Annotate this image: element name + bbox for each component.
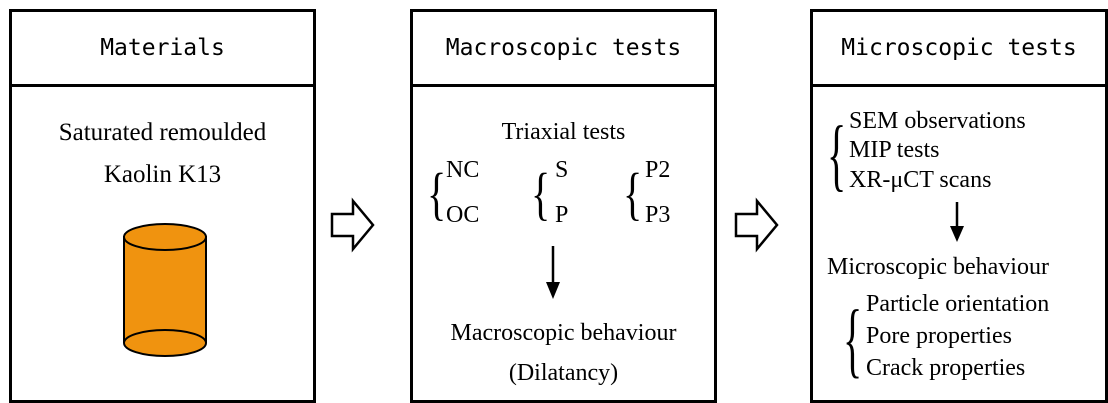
down-arrow-icon	[950, 202, 964, 242]
nc-label: NC	[446, 157, 480, 183]
triaxial-tests-label: Triaxial tests	[501, 119, 626, 145]
property-particle: Particle orientation	[866, 291, 1050, 317]
method-xrct: XR-μCT scans	[849, 167, 992, 193]
p2-label: P2	[645, 157, 671, 183]
materials-header: Materials	[12, 12, 313, 87]
method-sem: SEM observations	[849, 108, 1026, 134]
curly-brace-icon: {	[827, 109, 847, 199]
p3-label: P3	[645, 202, 671, 228]
property-crack: Crack properties	[866, 355, 1026, 381]
microscopic-behaviour-label: Microscopic behaviour	[827, 254, 1049, 280]
s-label: S	[555, 157, 569, 183]
cylinder-icon	[123, 223, 207, 357]
materials-line-2: Kaolin K13	[103, 161, 222, 188]
curly-brace-icon: {	[531, 160, 551, 226]
macroscopic-panel: Macroscopic tests Triaxial tests { NC OC…	[410, 9, 717, 403]
p-label: P	[555, 202, 569, 228]
curly-brace-icon: {	[843, 291, 863, 387]
oc-label: OC	[446, 202, 480, 228]
microscopic-header: Microscopic tests	[813, 12, 1105, 87]
down-arrow-icon	[546, 246, 560, 299]
curly-brace-icon: {	[427, 160, 447, 226]
macroscopic-behaviour-label: Macroscopic behaviour	[450, 320, 677, 346]
dilatancy-label: (Dilatancy)	[508, 360, 619, 386]
method-mip: MIP tests	[849, 137, 940, 163]
property-pore: Pore properties	[866, 323, 1012, 349]
macroscopic-header: Macroscopic tests	[413, 12, 714, 87]
curly-brace-icon: {	[623, 160, 643, 226]
materials-line-1: Saturated remoulded	[58, 119, 267, 146]
materials-panel: Materials Saturated remoulded Kaolin K13	[9, 9, 316, 403]
microscopic-panel: Microscopic tests { SEM observations MIP…	[810, 9, 1108, 403]
